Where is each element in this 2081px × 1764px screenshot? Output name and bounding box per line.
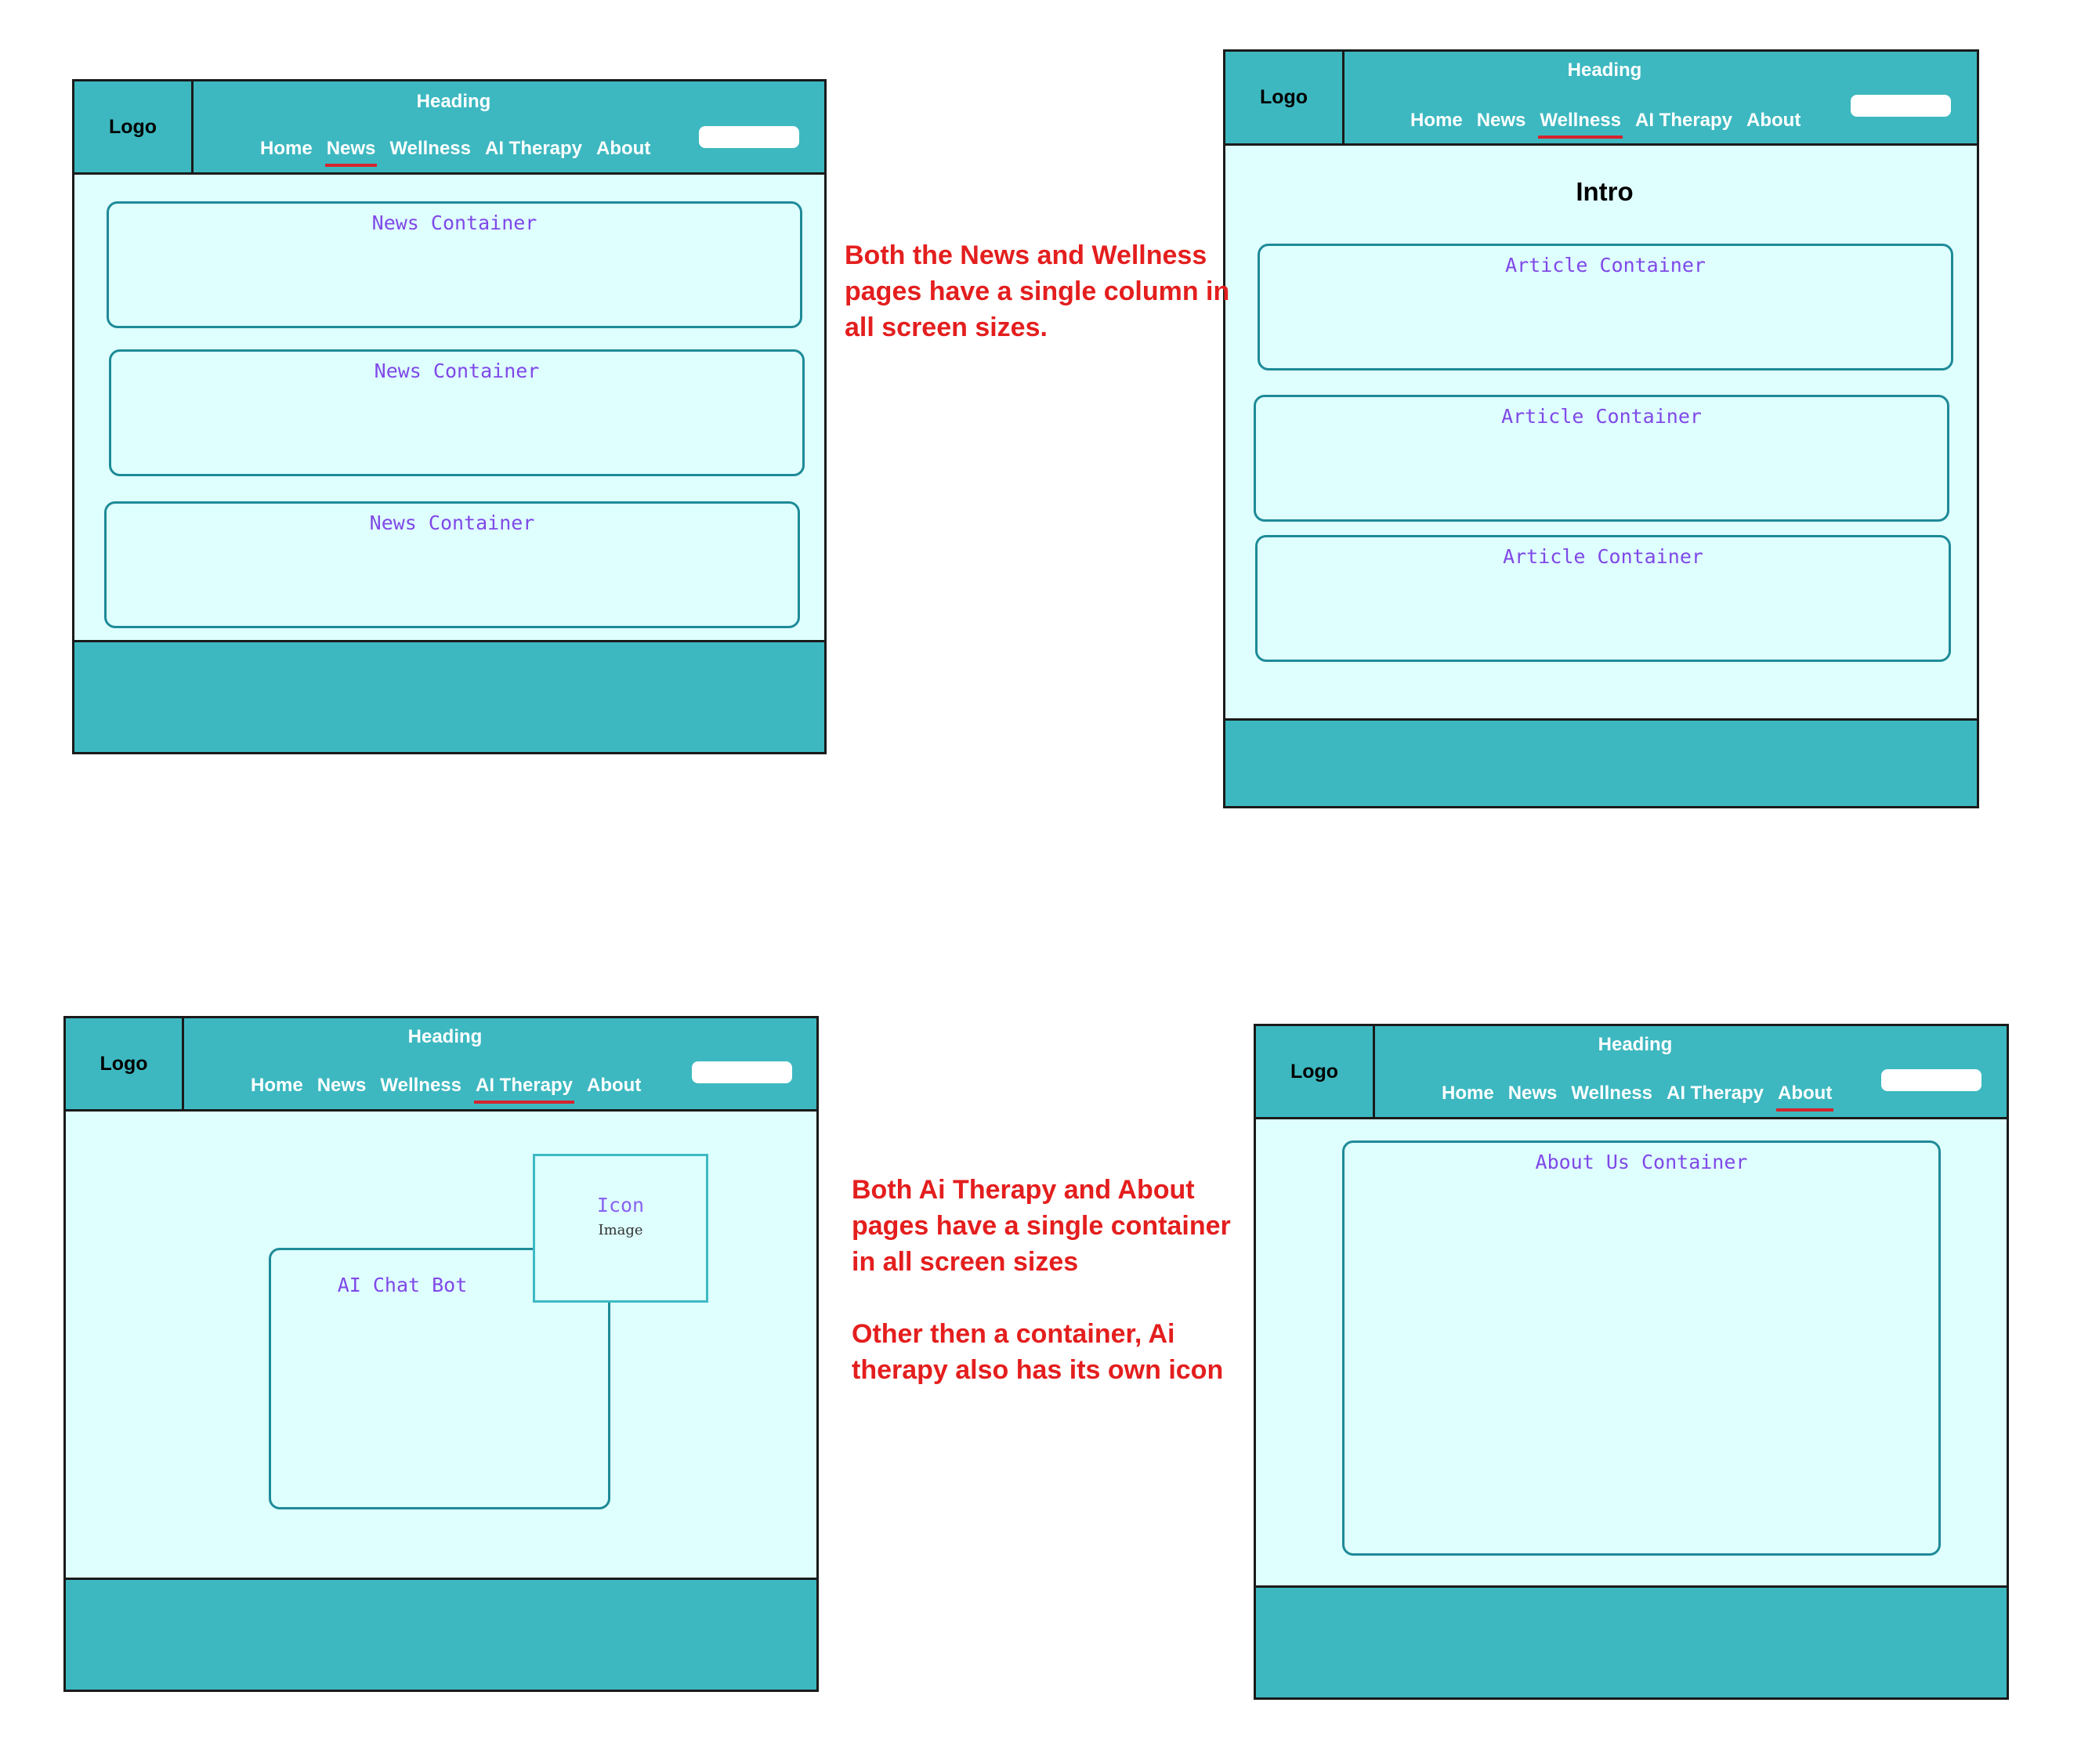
container-label: Article Container — [1501, 405, 1702, 428]
icon-label: Icon — [596, 1194, 645, 1216]
annotation-ai-about: Both Ai Therapy and About pages have a s… — [852, 1175, 1231, 1277]
nav-bar: Home News Wellness AI Therapy About — [1410, 110, 1801, 139]
news-container: News Container — [104, 501, 800, 628]
logo[interactable]: Logo — [74, 81, 194, 172]
nav-item-ai-therapy[interactable]: AI Therapy — [1667, 1083, 1764, 1104]
site-heading: Heading — [1567, 60, 1642, 81]
site-header: Logo Heading Home News Wellness AI Thera… — [1225, 52, 1977, 146]
container-label: AI Chat Bot — [337, 1274, 468, 1296]
logo[interactable]: Logo — [1225, 52, 1345, 143]
image-placeholder: Image — [598, 1222, 643, 1238]
nav-item-home[interactable]: Home — [251, 1075, 303, 1096]
nav-bar: Home News Wellness AI Therapy About — [251, 1075, 642, 1104]
news-container: News Container — [109, 349, 805, 476]
container-label: News Container — [374, 360, 540, 382]
nav-item-about[interactable]: About — [1746, 110, 1801, 131]
nav-item-home[interactable]: Home — [260, 138, 313, 159]
news-page-wireframe: Logo Heading Home News Wellness AI Thera… — [72, 79, 827, 754]
site-footer — [1256, 1585, 2007, 1697]
news-container: News Container — [107, 201, 802, 328]
nav-item-news[interactable]: News — [317, 1075, 367, 1096]
container-label: Article Container — [1503, 545, 1703, 568]
about-us-container: About Us Container — [1342, 1140, 1941, 1556]
search-input[interactable] — [1881, 1069, 1981, 1091]
nav-bar: Home News Wellness AI Therapy About — [1442, 1083, 1834, 1112]
search-input[interactable] — [699, 126, 799, 148]
search-input[interactable] — [1851, 95, 1951, 117]
site-footer — [66, 1578, 816, 1690]
nav-item-ai-therapy[interactable]: AI Therapy — [473, 1075, 575, 1104]
site-heading: Heading — [1598, 1034, 1673, 1055]
nav-bar: Home News Wellness AI Therapy About — [260, 138, 651, 167]
annotation-ai-icon: Other then a container, Ai therapy also … — [852, 1319, 1224, 1385]
nav-item-wellness[interactable]: Wellness — [380, 1075, 461, 1096]
nav-item-news[interactable]: News — [324, 138, 378, 167]
nav-item-about[interactable]: About — [1776, 1083, 1834, 1112]
site-header: Logo Heading Home News Wellness AI Thera… — [74, 81, 824, 175]
container-label: Article Container — [1505, 254, 1706, 277]
nav-item-wellness[interactable]: Wellness — [1538, 110, 1623, 139]
container-label: News Container — [371, 211, 537, 234]
ai-therapy-page-wireframe: Logo Heading Home News Wellness AI Thera… — [63, 1016, 819, 1692]
nav-item-ai-therapy[interactable]: AI Therapy — [1635, 110, 1733, 131]
container-label: About Us Container — [1535, 1151, 1748, 1173]
nav-item-news[interactable]: News — [1476, 110, 1526, 131]
article-container: Article Container — [1258, 244, 1953, 371]
logo[interactable]: Logo — [66, 1018, 184, 1109]
site-header: Logo Heading Home News Wellness AI Thera… — [1256, 1026, 2007, 1119]
nav-item-wellness[interactable]: Wellness — [1571, 1083, 1652, 1104]
annotation-news-wellness: Both the News and Wellness pages have a … — [845, 240, 1230, 342]
site-footer — [74, 640, 824, 752]
nav-item-wellness[interactable]: Wellness — [389, 138, 471, 159]
article-container: Article Container — [1254, 395, 1949, 522]
site-header: Logo Heading Home News Wellness AI Thera… — [66, 1018, 816, 1112]
logo[interactable]: Logo — [1256, 1026, 1375, 1117]
container-label: News Container — [369, 511, 535, 534]
nav-item-home[interactable]: Home — [1410, 110, 1463, 131]
site-footer — [1225, 718, 1977, 806]
about-page-wireframe: Logo Heading Home News Wellness AI Thera… — [1254, 1024, 2009, 1700]
nav-item-about[interactable]: About — [596, 138, 651, 159]
nav-item-home[interactable]: Home — [1442, 1083, 1494, 1104]
nav-item-ai-therapy[interactable]: AI Therapy — [485, 138, 583, 159]
site-heading: Heading — [416, 91, 491, 112]
search-input[interactable] — [692, 1061, 792, 1083]
nav-item-about[interactable]: About — [587, 1075, 642, 1096]
ai-therapy-icon-box[interactable]: Icon Image — [533, 1154, 708, 1303]
nav-item-news[interactable]: News — [1507, 1083, 1558, 1104]
wellness-page-wireframe: Logo Heading Home News Wellness AI Thera… — [1223, 49, 1979, 808]
site-heading: Heading — [407, 1026, 483, 1047]
intro-heading: Intro — [1576, 177, 1634, 206]
article-container: Article Container — [1255, 535, 1951, 662]
